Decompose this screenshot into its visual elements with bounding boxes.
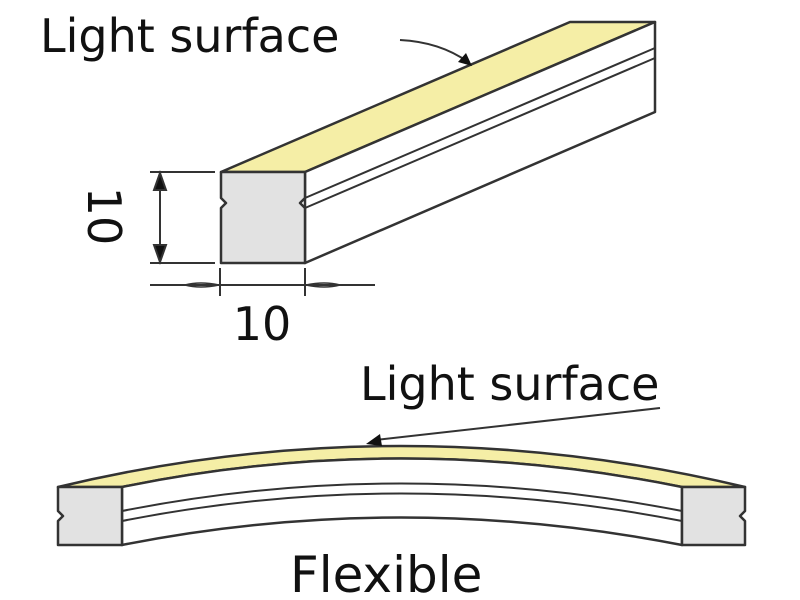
flexible-strip [56,444,747,547]
top-pointer-line [399,39,469,63]
width-dimension-label: 10 [233,297,292,351]
top-pointer-arrow [458,53,472,66]
flexible-groove [121,482,683,522]
bottom-light-surface-label: Light surface [360,357,659,411]
height-dimension-label: 10 [77,187,131,246]
bottom-pointer-line [374,407,661,441]
flexible-left-end-face [56,485,124,547]
bottom-pointer-arrow [366,434,382,446]
straight-groove [304,47,656,209]
flexible-front-face [120,457,684,547]
straight-end-face [219,170,307,265]
flexible-right-end-face [680,485,747,547]
width-dimension-line [150,268,375,296]
straight-strip [219,20,657,265]
height-dimension-line [150,169,215,266]
flexible-label: Flexible [290,546,482,600]
top-light-surface-label: Light surface [40,9,339,63]
